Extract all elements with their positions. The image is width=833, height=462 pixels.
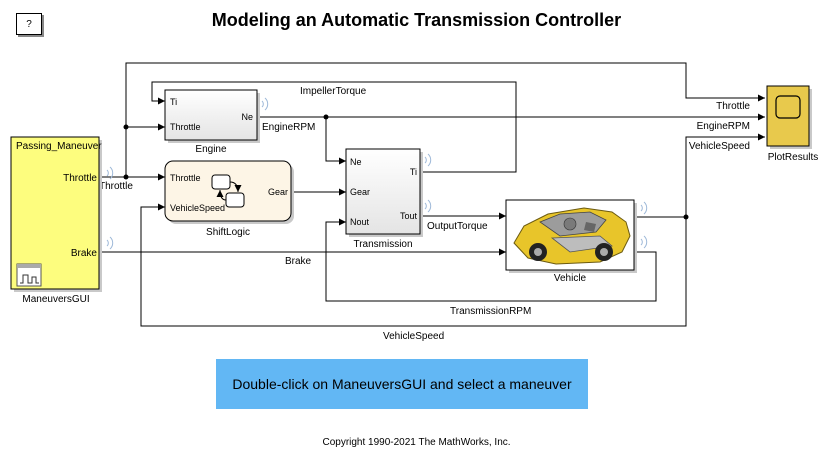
maneuvers-name: ManeuversGUI	[22, 294, 89, 305]
wire-transmission-rpm	[325, 218, 657, 302]
plot-results-block[interactable]: PlotResults	[766, 85, 819, 163]
maneuvers-inner-title: Passing_Maneuver	[16, 141, 102, 152]
transmission-name: Transmission	[353, 239, 412, 250]
label-brake: Brake	[285, 256, 312, 267]
wireless-icon-transmission-ti	[424, 153, 432, 167]
label-impeller-torque: ImpellerTorque	[300, 86, 367, 97]
transmission-port-ne: Ne	[350, 157, 362, 167]
shiftlogic-port-throttle: Throttle	[170, 173, 201, 183]
shiftlogic-block[interactable]: Throttle VehicleSpeed Gear ShiftLogic	[164, 160, 294, 238]
wire-engine-rpm-trans	[325, 117, 346, 165]
engine-block[interactable]: Ti Throttle Ne Engine	[164, 89, 260, 155]
vehicle-name: Vehicle	[554, 273, 587, 284]
wire-vehicle-speed-feedback	[140, 203, 687, 327]
vehicle-block[interactable]: Vehicle	[505, 199, 637, 284]
label-engine-rpm: EngineRPM	[262, 122, 315, 133]
wireless-icon-brake	[106, 236, 114, 250]
junction-throttle	[123, 174, 129, 180]
wireless-icon-throttle	[106, 166, 114, 180]
wireless-icon-vehicle-speed	[640, 201, 648, 215]
shiftlogic-port-vehiclespeed: VehicleSpeed	[170, 203, 225, 213]
label-plot-engine-rpm: EngineRPM	[697, 121, 750, 132]
label-plot-throttle: Throttle	[716, 101, 750, 112]
shiftlogic-port-gear: Gear	[268, 187, 288, 197]
shiftlogic-name: ShiftLogic	[206, 227, 250, 238]
wire-throttle-plot	[125, 62, 765, 127]
maneuvers-port-throttle: Throttle	[63, 173, 97, 184]
junction-vehicle-speed	[683, 214, 689, 220]
plot-results-name: PlotResults	[768, 152, 819, 163]
transmission-port-tout: Tout	[400, 211, 418, 221]
scope-icon	[775, 95, 801, 119]
wire-throttle-engine	[125, 123, 165, 177]
engine-port-ne: Ne	[241, 112, 253, 122]
car-image	[513, 207, 631, 265]
wire-vehicle-speed-plot	[685, 133, 765, 217]
wireless-icon-engine	[261, 97, 269, 111]
engine-port-ti: Ti	[170, 97, 177, 107]
label-plot-vehicle-speed: VehicleSpeed	[689, 141, 750, 152]
label-vehicle-speed: VehicleSpeed	[383, 331, 444, 342]
transmission-port-nout: Nout	[350, 217, 370, 227]
wireless-icon-vehicle-rpm	[640, 235, 648, 249]
label-throttle: Throttle	[99, 181, 133, 192]
gui-icon	[16, 263, 42, 287]
stateflow-icon	[211, 174, 245, 208]
help-button[interactable]: ?	[16, 13, 42, 35]
engine-name: Engine	[195, 144, 227, 155]
transmission-port-gear: Gear	[350, 187, 370, 197]
maneuvers-gui-block[interactable]: Passing_Maneuver Throttle Brake Maneuver…	[10, 136, 102, 305]
wireless-icon-transmission-tout	[424, 199, 432, 213]
transmission-block[interactable]: Ne Gear Nout Ti Tout Transmission	[345, 148, 423, 250]
maneuvers-port-brake: Brake	[71, 248, 98, 259]
select-maneuver-banner[interactable]: Double-click on ManeuversGUI and select …	[216, 359, 588, 409]
transmission-port-ti: Ti	[410, 167, 417, 177]
copyright-text: Copyright 1990-2021 The MathWorks, Inc.	[322, 437, 511, 448]
label-transmission-rpm: TransmissionRPM	[450, 306, 531, 317]
junction-throttle-2	[123, 124, 129, 130]
diagram-title: Modeling an Automatic Transmission Contr…	[211, 10, 622, 30]
engine-port-throttle: Throttle	[170, 122, 201, 132]
label-output-torque: OutputTorque	[427, 221, 488, 232]
wire-impeller-torque	[151, 81, 517, 173]
junction-engine-rpm	[323, 114, 329, 120]
